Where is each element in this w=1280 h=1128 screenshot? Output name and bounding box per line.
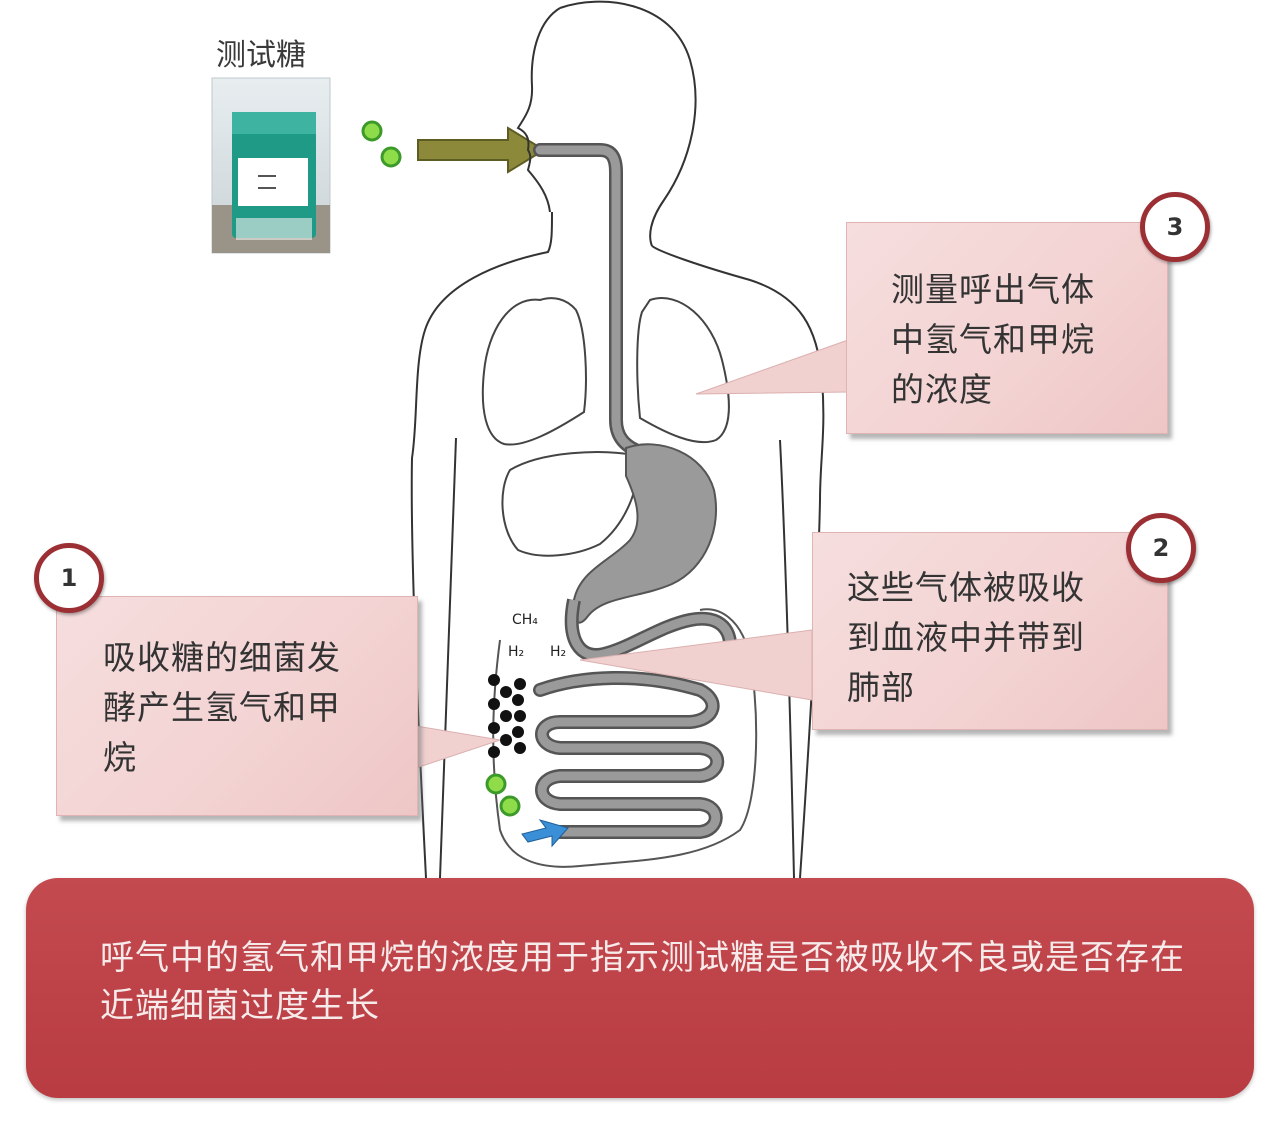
sugar-molecule bbox=[485, 773, 507, 795]
callout-box-step-3: 测量呼出气体 中氢气和甲烷 的浓度 bbox=[846, 222, 1168, 434]
step-3-badge: 3 bbox=[1140, 192, 1210, 262]
lungs bbox=[481, 297, 730, 446]
step-2-text: 这些气体被吸收 到血液中并带到 肺部 bbox=[847, 568, 1085, 707]
sugar-molecule bbox=[380, 146, 402, 168]
test-sugar-label: 测试糖 bbox=[216, 38, 306, 73]
step-3-text: 测量呼出气体 中氢气和甲烷 的浓度 bbox=[891, 270, 1095, 409]
step-1-text: 吸收糖的细菌发 酵产生氢气和甲 烷 bbox=[103, 638, 341, 777]
hydrogen-label: H₂ bbox=[506, 644, 527, 660]
bacteria bbox=[488, 674, 526, 758]
step-2-badge: 2 bbox=[1126, 513, 1196, 583]
small-intestine bbox=[533, 670, 725, 839]
ingestion-arrow bbox=[417, 126, 546, 174]
hydrogen-label: H₂ bbox=[548, 644, 569, 660]
step-1-badge: 1 bbox=[34, 543, 104, 613]
stomach bbox=[572, 443, 718, 624]
conclusion-banner: 呼气中的氢气和甲烷的浓度用于指示测试糖是否被吸收不良或是否存在近端细菌过度生长 bbox=[26, 878, 1254, 1098]
sugar-molecule bbox=[499, 795, 521, 817]
test-sugar-package bbox=[211, 77, 331, 254]
callout-box-step-1: 吸收糖的细菌发 酵产生氢气和甲 烷 bbox=[56, 596, 418, 816]
flow-arrow-icon bbox=[521, 819, 569, 848]
conclusion-text: 呼气中的氢气和甲烷的浓度用于指示测试糖是否被吸收不良或是否存在近端细菌过度生长 bbox=[100, 938, 1185, 1026]
sugar-molecule bbox=[361, 120, 383, 142]
liver bbox=[501, 451, 642, 557]
callout-box-step-2: 这些气体被吸收 到血液中并带到 肺部 bbox=[812, 532, 1168, 730]
esophagus bbox=[533, 143, 647, 459]
methane-label: CH₄ bbox=[510, 612, 540, 628]
